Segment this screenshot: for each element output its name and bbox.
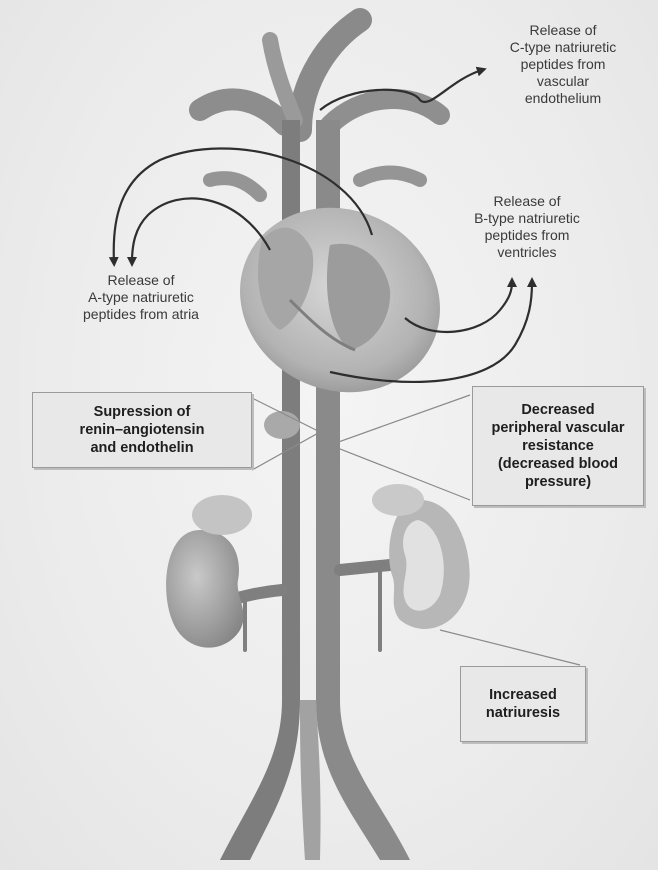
- right-kidney: [372, 484, 470, 629]
- box-line: pressure): [473, 473, 643, 491]
- label-line: peptides from atria: [62, 306, 220, 323]
- suppression-box: Supression of renin–angiotensin and endo…: [32, 392, 252, 468]
- heart: [210, 175, 471, 424]
- label-line: B-type natriuretic: [452, 210, 602, 227]
- label-line: Release of: [452, 193, 602, 210]
- vascular-resistance-box: Decreased peripheral vascular resistance…: [472, 386, 644, 506]
- label-line: vascular: [488, 73, 638, 90]
- renal-vessels: [230, 564, 400, 650]
- label-line: peptides from: [452, 227, 602, 244]
- label-a-type-release: Release of A-type natriuretic peptides f…: [62, 272, 220, 323]
- label-line: endothelium: [488, 90, 638, 107]
- left-kidney: [166, 495, 252, 648]
- box-line: (decreased blood: [473, 455, 643, 473]
- label-line: C-type natriuretic: [488, 39, 638, 56]
- box-line: renin–angiotensin: [33, 421, 251, 439]
- label-line: A-type natriuretic: [62, 289, 220, 306]
- box-line: Supression of: [33, 403, 251, 421]
- box-line: Decreased: [473, 401, 643, 419]
- box-line: natriuresis: [461, 704, 585, 722]
- box-line: Increased: [461, 686, 585, 704]
- label-line: Release of: [62, 272, 220, 289]
- label-line: peptides from: [488, 56, 638, 73]
- label-line: ventricles: [452, 244, 602, 261]
- label-b-type-release: Release of B-type natriuretic peptides f…: [452, 193, 602, 261]
- box-line: resistance: [473, 437, 643, 455]
- box-line: and endothelin: [33, 439, 251, 457]
- natriuresis-box: Increased natriuresis: [460, 666, 586, 742]
- label-c-type-release: Release of C-type natriuretic peptides f…: [488, 22, 638, 107]
- adrenal-tissue: [264, 411, 300, 439]
- box-line: peripheral vascular: [473, 419, 643, 437]
- label-line: Release of: [488, 22, 638, 39]
